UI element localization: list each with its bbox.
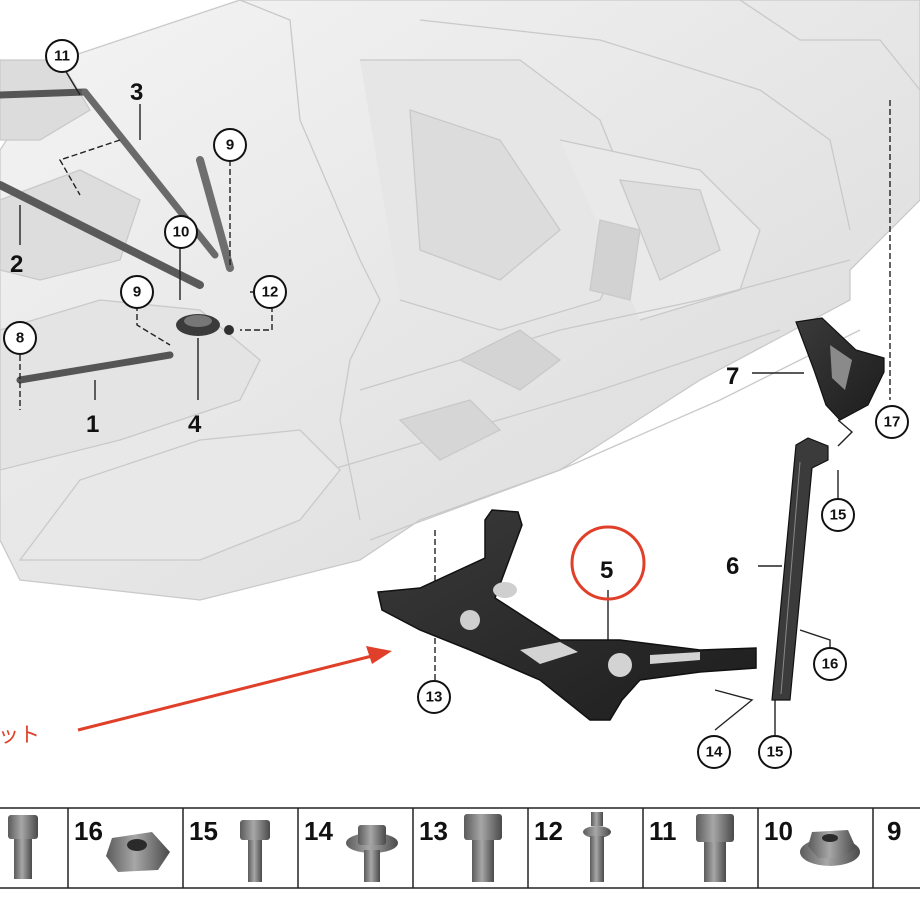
callout-5: 5 [600, 557, 613, 584]
red-arrow [77, 646, 392, 732]
cell-13-label: 13 [419, 816, 448, 846]
callout-7: 7 [726, 363, 739, 390]
callout-3: 3 [130, 79, 143, 106]
nut-16-icon [106, 832, 170, 872]
fastener-table: 16 15 14 13 12 11 [0, 807, 920, 889]
callout-17-label: 17 [884, 414, 901, 431]
callout-14: 14 [697, 735, 731, 769]
callout-15b: 15 [758, 735, 792, 769]
cell-11-label: 11 [649, 816, 677, 846]
callout-15b-label: 15 [767, 744, 784, 761]
callout-13: 13 [417, 680, 451, 714]
cell-15-label: 15 [189, 816, 218, 846]
callout-9a-label: 9 [226, 137, 234, 154]
cell-16-label: 16 [74, 816, 103, 846]
nut-10-icon [800, 830, 860, 866]
highlight-circle [570, 525, 646, 601]
cell-14-label: 14 [304, 816, 333, 846]
callout-10: 10 [164, 215, 198, 249]
callout-4: 4 [188, 411, 202, 438]
callout-8-label: 8 [16, 330, 24, 347]
callout-12: 12 [253, 275, 287, 309]
bolt-14-icon [346, 825, 398, 882]
callout-2: 2 [10, 251, 23, 278]
cell-9-label: 9 [887, 816, 901, 846]
bolt-13-icon [464, 814, 502, 882]
callout-10-label: 10 [173, 224, 190, 241]
callout-16-label: 16 [822, 656, 839, 673]
callout-15a: 15 [821, 498, 855, 532]
callout-11: 11 [45, 39, 79, 73]
cell-12-label: 12 [534, 816, 563, 846]
callout-16: 16 [813, 647, 847, 681]
cell-10-label: 10 [764, 816, 793, 846]
callout-1: 1 [86, 411, 99, 438]
bolt-15-icon [240, 820, 270, 882]
callout-15a-label: 15 [830, 507, 847, 524]
front-strut-assembly [0, 88, 234, 384]
callout-11-label: 11 [54, 48, 70, 65]
part-6-strut [771, 437, 829, 701]
callout-13-label: 13 [426, 689, 443, 706]
callout-14-label: 14 [706, 744, 723, 761]
bolt-17-icon [8, 815, 38, 879]
callout-9b-label: 9 [133, 284, 141, 301]
annotation-text: ット [0, 723, 40, 747]
bolt-11-icon [696, 814, 734, 882]
part-5-bracket [377, 509, 757, 721]
callout-12-label: 12 [262, 284, 279, 301]
callout-8: 8 [3, 321, 37, 355]
stud-12-icon [583, 812, 611, 882]
callout-6: 6 [726, 553, 739, 580]
part-7-bracket [795, 317, 885, 421]
callout-9a: 9 [213, 128, 247, 162]
callout-17: 17 [875, 405, 909, 439]
callout-9b: 9 [120, 275, 154, 309]
